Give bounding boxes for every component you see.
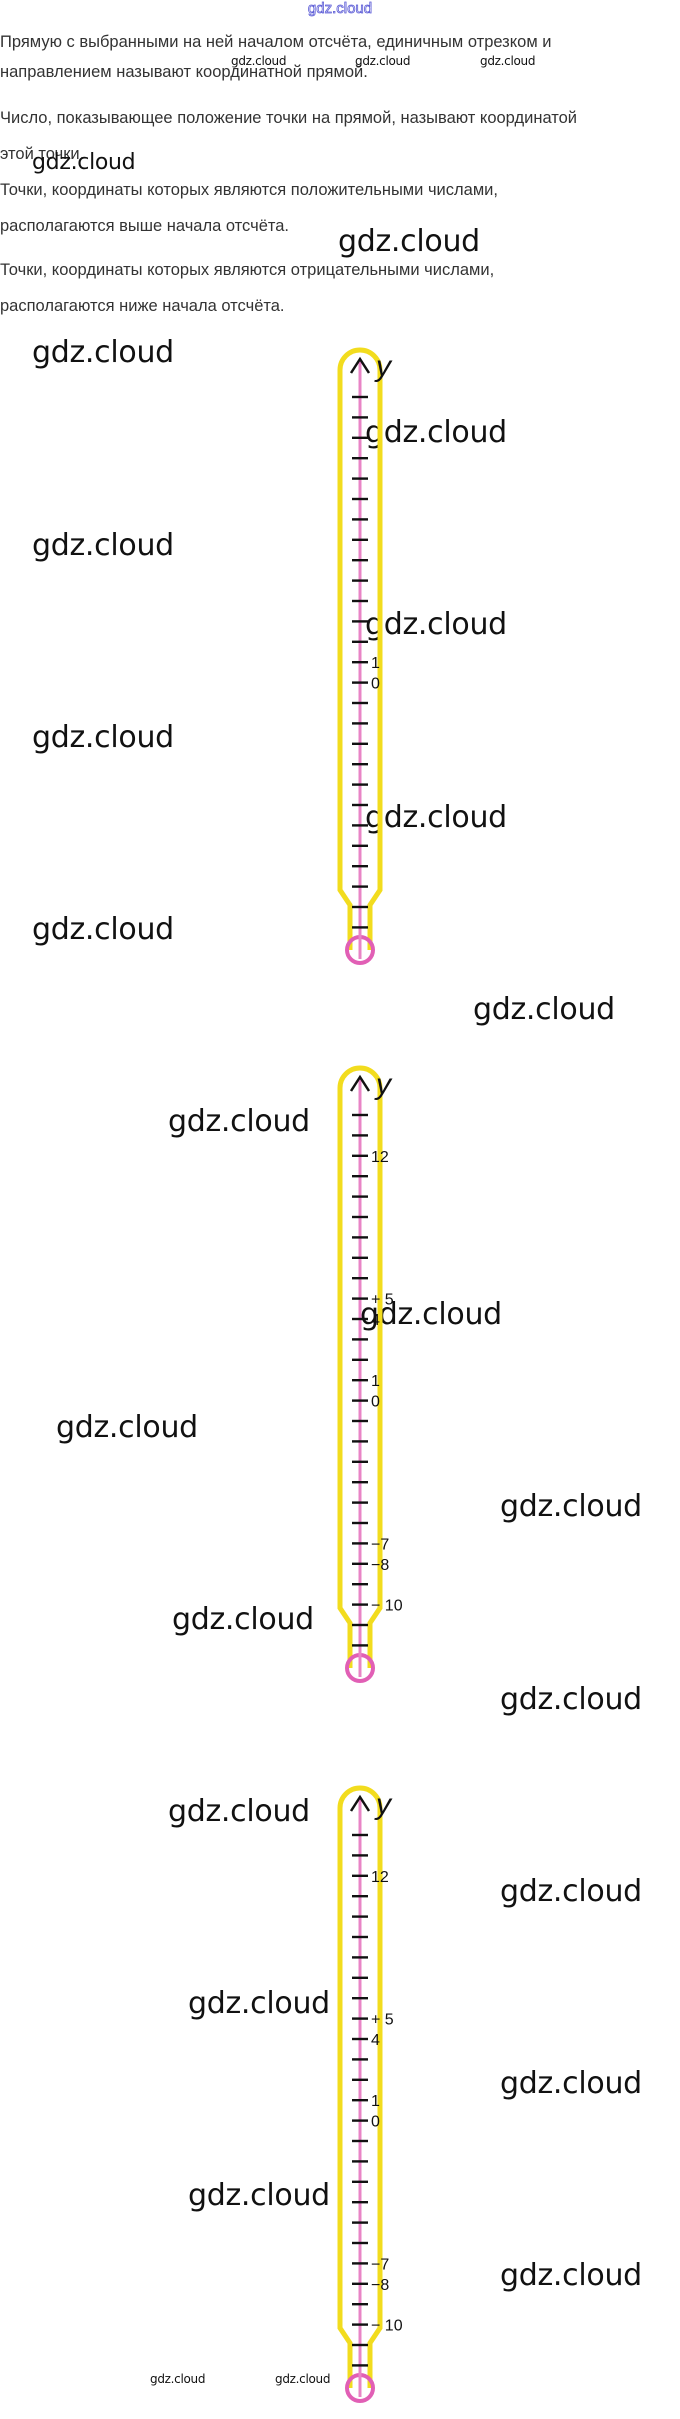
watermark: gdz.cloud: [172, 1602, 314, 1637]
axis-label: y: [374, 1788, 393, 1821]
coordinate-scale-3: y 12 + 5 4 1 0 −7 −8 − 10: [300, 1783, 420, 2403]
axis-label: y: [374, 350, 393, 383]
watermark: gdz.cloud: [480, 54, 535, 68]
tick-label: 12: [371, 1869, 389, 1886]
tick-label: + 5: [371, 2012, 394, 2029]
watermark: gdz.cloud: [32, 335, 174, 370]
tick-label: − 10: [371, 1598, 403, 1615]
watermark: gdz.cloud: [500, 2258, 642, 2293]
coordinate-scale-1: y 1 0: [300, 345, 420, 965]
watermark: gdz.cloud: [168, 1104, 310, 1139]
tick-label: 0: [371, 2114, 380, 2131]
tick-label: + 5: [371, 1292, 394, 1309]
tick-label: 4: [371, 1312, 380, 1329]
paragraph-line: располагаются ниже начала отсчёта.: [0, 288, 680, 324]
paragraph-negative: Точки, координаты которых являются отриц…: [0, 252, 680, 324]
tick-label: 1: [371, 2093, 380, 2110]
tick-label: 0: [371, 676, 380, 693]
watermark: gdz.cloud: [56, 1410, 198, 1445]
paragraph-line: Прямую с выбранными на ней началом отсчё…: [0, 24, 680, 60]
paragraph-line: направлением называют координатной прямо…: [0, 62, 680, 82]
watermark: gdz.cloud: [32, 528, 174, 563]
watermark: gdz.cloud: [32, 720, 174, 755]
tick-label: 1: [371, 1373, 380, 1390]
tick-label: −7: [371, 1536, 389, 1553]
watermark: gdz.cloud: [473, 992, 615, 1027]
watermark: gdz.cloud: [355, 54, 410, 68]
paragraph-coordinate-line-cont: направлением называют координатной прямо…: [0, 62, 680, 82]
tick-label: −8: [371, 1557, 389, 1574]
watermark: gdz.cloud: [32, 150, 135, 175]
watermark: gdz.cloud: [168, 1794, 310, 1829]
tick-labels: 12 + 5 4 1 0 −7 −8 − 10: [371, 1869, 403, 2335]
tick-label: 12: [371, 1149, 389, 1166]
tick-label: − 10: [371, 2318, 403, 2335]
watermark: gdz.cloud: [231, 54, 286, 68]
coordinate-scale-2: y 12 + 5 4 1 0 −7 −8 − 10: [300, 1063, 420, 1683]
watermark: gdz.cloud: [338, 224, 480, 259]
tick-label: 0: [371, 1394, 380, 1411]
axis-label: y: [374, 1068, 393, 1101]
paragraph-coordinate-line: Прямую с выбранными на ней началом отсчё…: [0, 24, 680, 60]
tick-label: −7: [371, 2256, 389, 2273]
tick-label: 4: [371, 2032, 380, 2049]
watermark: gdz.cloud: [150, 2372, 205, 2386]
tick-labels: 12 + 5 4 1 0 −7 −8 − 10: [371, 1149, 403, 1615]
paragraph-line: Точки, координаты которых являются полож…: [0, 172, 680, 208]
tick-label: 1: [371, 655, 380, 672]
watermark: gdz.cloud: [32, 912, 174, 947]
watermark: gdz.cloud: [500, 2066, 642, 2101]
header-watermark: gdz.cloud: [0, 0, 680, 17]
paragraph-line: Число, показывающее положение точки на п…: [0, 100, 680, 136]
watermark: gdz.cloud: [500, 1489, 642, 1524]
watermark: gdz.cloud: [500, 1682, 642, 1717]
tick-label: −8: [371, 2277, 389, 2294]
watermark: gdz.cloud: [500, 1874, 642, 1909]
